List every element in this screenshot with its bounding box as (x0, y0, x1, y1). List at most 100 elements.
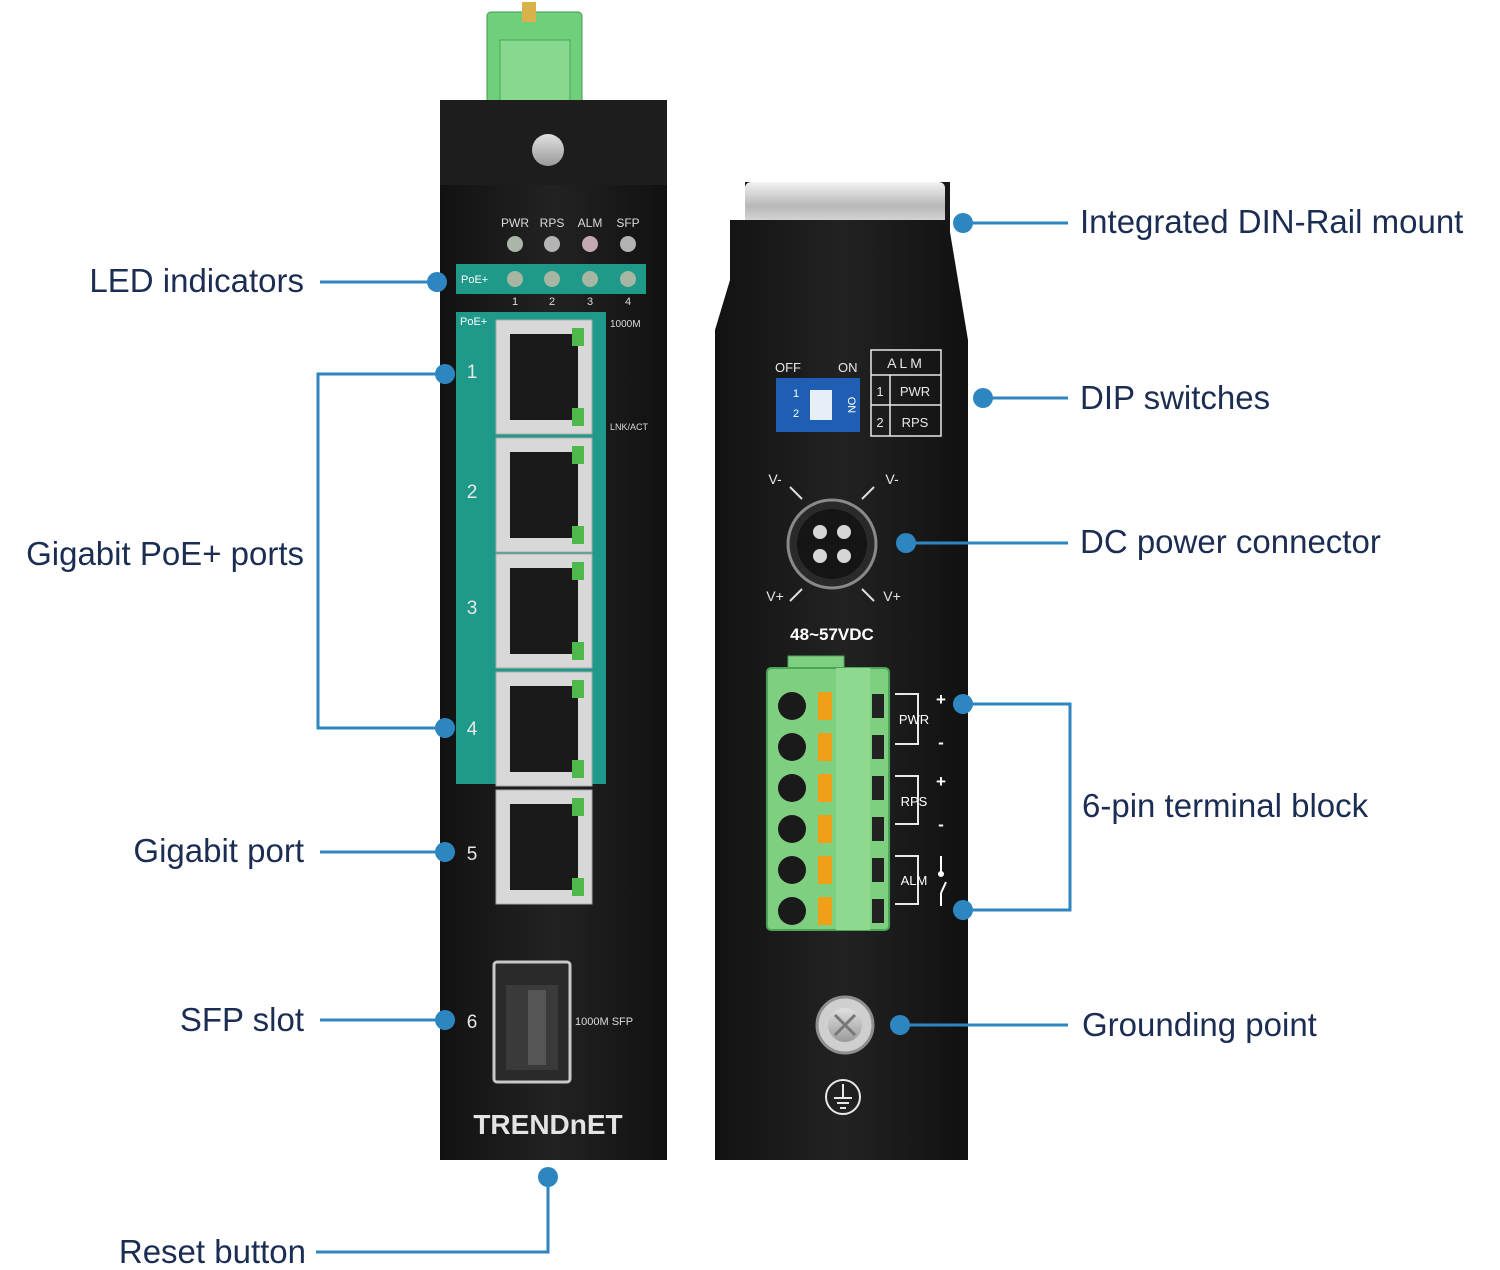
port-number-4: 4 (467, 719, 478, 740)
callout-gigabit-poe-ports: Gigabit PoE+ ports (26, 535, 304, 572)
terminal-brackets (895, 693, 919, 905)
poe-leds (507, 271, 636, 287)
terminal-release-lever (818, 774, 832, 802)
terminal-screw-hole (778, 692, 806, 720)
terminal-release-lever (818, 692, 832, 720)
din-rail-clip (745, 182, 945, 230)
port-number-6: 6 (467, 1012, 478, 1033)
poe-led-numbers: 1 2 3 4 (512, 296, 631, 308)
plus-sign: + (936, 772, 946, 791)
led-label-pwr: PWR (501, 216, 529, 230)
rj45-port-1[interactable] (495, 319, 593, 435)
callout-grounding: Grounding point (1082, 1006, 1317, 1043)
callout-led-indicators: LED indicators (89, 262, 304, 299)
terminal-wire-slot (872, 817, 884, 841)
led-sfp (620, 236, 636, 252)
rj45-port-3[interactable] (495, 553, 593, 669)
callout-dc-power: DC power connector (1080, 523, 1381, 560)
poe-led-1 (507, 271, 523, 287)
v-minus-label: V- (768, 471, 782, 487)
v-minus-label: V- (885, 471, 899, 487)
port-number-1: 1 (467, 362, 478, 383)
callout-gigabit-port: Gigabit port (133, 832, 304, 869)
dip-number-2: 2 (793, 408, 799, 420)
rj45-port-5[interactable] (495, 789, 593, 905)
led-label-row: PWR RPS ALM SFP (501, 216, 640, 230)
terminal-screw-hole (778, 897, 806, 925)
poe-led-label: PoE+ (461, 274, 488, 286)
port-number-2: 2 (467, 482, 478, 503)
callout-sfp-slot: SFP slot (179, 1001, 304, 1038)
side-device: OFF ON 1 2 ON ALM 1 PWR 2 RPS (715, 182, 968, 1160)
plus-sign: + (936, 690, 946, 709)
dip-off-label: OFF (775, 360, 801, 375)
port-number-5: 5 (467, 844, 478, 865)
led-label-rps: RPS (540, 216, 565, 230)
terminal-screw-hole (778, 774, 806, 802)
callout-din-rail: Integrated DIN-Rail mount (1080, 203, 1464, 240)
poe-led-number: 3 (587, 296, 593, 308)
led-label-sfp: SFP (616, 216, 639, 230)
terminal-block (766, 655, 890, 931)
poe-led-number: 1 (512, 296, 518, 308)
terminal-screw-hole (778, 815, 806, 843)
polarity-signs: + - + - (936, 690, 946, 834)
alm-table-header: ALM (887, 355, 925, 371)
front-device: PWR RPS ALM SFP PoE+ 1 2 3 4 PoE+ (440, 2, 667, 1160)
poe-led-3 (582, 271, 598, 287)
terminal-label-pwr: PWR (899, 712, 929, 727)
screw-icon (532, 134, 564, 166)
alm-table (870, 349, 942, 437)
alm-row-num: 2 (876, 415, 883, 430)
terminal-wire-slot (872, 858, 884, 882)
port-number-3: 3 (467, 598, 478, 619)
poe-led-number: 4 (625, 296, 631, 308)
leader-dots (427, 213, 993, 1187)
port-numbers: 1 2 3 4 5 6 (467, 362, 478, 1033)
rj45-port-2[interactable] (495, 437, 593, 553)
poe-ports-label: PoE+ (460, 316, 487, 328)
terminal-label-rps: RPS (901, 794, 928, 809)
lnk-act-label: LNK/ACT (610, 422, 649, 432)
minus-sign: - (938, 733, 944, 752)
alm-row-label: RPS (902, 415, 929, 430)
brand-logo: TRENDnET (473, 1109, 622, 1140)
dc-power-connector (786, 486, 878, 602)
dip-number-1: 1 (793, 388, 799, 400)
leader-lines (316, 221, 1072, 1254)
status-leds (507, 236, 636, 252)
dip-on-label: ON (838, 360, 858, 375)
led-alm (582, 236, 598, 252)
v-plus-label: V+ (766, 588, 784, 604)
terminal-wire-slot (872, 776, 884, 800)
terminal-screw-hole (778, 856, 806, 884)
voltage-label: 48~57VDC (790, 625, 874, 644)
terminal-screw-hole (778, 733, 806, 761)
terminal-wire-slot (872, 694, 884, 718)
poe-led-4 (620, 271, 636, 287)
terminal-release-lever (818, 733, 832, 761)
dip-switch-on-text: ON (845, 397, 857, 414)
speed-label: 1000M (610, 319, 641, 330)
terminal-label-alm: ALM (901, 873, 928, 888)
callout-dip-switches: DIP switches (1080, 379, 1271, 416)
sfp-slot[interactable] (492, 960, 572, 1084)
alarm-relay-symbol (938, 856, 947, 906)
terminal-release-lever (818, 856, 832, 884)
sfp-label: 1000M SFP (575, 1016, 633, 1028)
minus-sign: - (938, 815, 944, 834)
terminal-release-lever (818, 897, 832, 925)
poe-led-number: 2 (549, 296, 555, 308)
callout-terminal-block: 6-pin terminal block (1082, 787, 1369, 824)
alm-row-num: 1 (876, 384, 883, 399)
terminal-release-lever (818, 815, 832, 843)
v-plus-label: V+ (883, 588, 901, 604)
rj45-port-4[interactable] (495, 671, 593, 787)
led-label-alm: ALM (578, 216, 603, 230)
alm-row-label: PWR (900, 384, 930, 399)
rj45-ports (495, 319, 593, 905)
terminal-wire-slot (872, 735, 884, 759)
led-rps (544, 236, 560, 252)
grounding-screw (815, 995, 875, 1055)
